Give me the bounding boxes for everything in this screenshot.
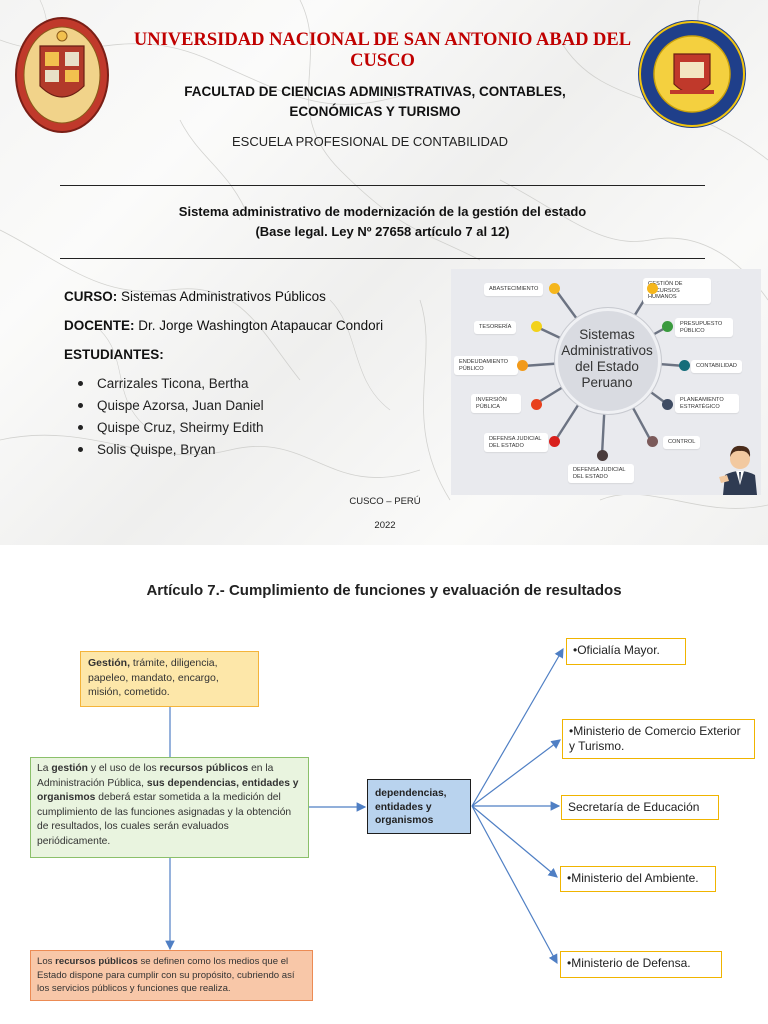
- cover-page: UNIVERSIDAD NACIONAL DE SAN ANTONIO ABAD…: [0, 0, 768, 545]
- main-definition-box: La gestión y el uso de los recursos públ…: [30, 757, 309, 858]
- target-ministerio-ambiente: •Ministerio del Ambiente.: [560, 866, 716, 892]
- school-name: ESCUELA PROFESIONAL DE CONTABILIDAD: [160, 134, 580, 149]
- student-item: Quispe Cruz, Sheirmy Edith: [78, 419, 264, 441]
- student-item: Solis Quispe, Bryan: [78, 441, 264, 463]
- university-name: UNIVERSIDAD NACIONAL DE SAN ANTONIO ABAD…: [120, 30, 645, 72]
- gestion-term: Gestión,: [88, 657, 130, 669]
- system-dot: [531, 399, 542, 410]
- administrative-systems-infographic: Sistemas Administrativos del Estado Peru…: [451, 269, 761, 495]
- definition-text: La: [37, 763, 51, 774]
- system-dot: [531, 321, 542, 332]
- system-label: DEFENSA JUDICIAL DEL ESTADO: [568, 464, 634, 483]
- infographic-center-label: Sistemas Administrativos del Estado Peru…: [551, 327, 663, 391]
- system-label: INVERSIÓN PÚBLICA: [471, 394, 521, 413]
- system-dot: [549, 283, 560, 294]
- target-oficialia-mayor: •Oficialía Mayor.: [566, 638, 686, 665]
- system-label: DEFENSA JUDICIAL DEL ESTADO: [484, 433, 548, 452]
- system-label: ABASTECIMIENTO: [484, 283, 543, 296]
- course-line: CURSO: Sistemas Administrativos Públicos: [64, 289, 326, 304]
- teacher-value: Dr. Jorge Washington Atapaucar Condori: [138, 318, 383, 333]
- city: CUSCO – PERÚ: [330, 496, 440, 507]
- resources-text: Los: [37, 956, 55, 967]
- definition-bold: recursos públicos: [160, 763, 249, 774]
- system-dot: [647, 283, 658, 294]
- system-label: ENDEUDAMIENTO PÚBLICO: [454, 356, 518, 375]
- target-ministerio-defensa: •Ministerio de Defensa.: [560, 951, 722, 978]
- system-label: CONTROL: [663, 436, 700, 449]
- year: 2022: [330, 520, 440, 531]
- divider-top: [60, 185, 705, 186]
- system-label: PRESUPUESTO PÚBLICO: [675, 318, 733, 337]
- system-dot: [662, 321, 673, 332]
- school-seal: [636, 18, 748, 130]
- system-label: TESORERÍA: [474, 321, 516, 334]
- topic-title: Sistema administrativo de modernización …: [60, 202, 705, 222]
- target-secretaria-educacion: Secretaría de Educación: [561, 795, 719, 820]
- faculty-name: FACULTAD DE CIENCIAS ADMINISTRATIVAS, CO…: [165, 82, 585, 122]
- system-label: PLANEAMIENTO ESTRATÉGICO: [675, 394, 739, 413]
- course-value: Sistemas Administrativos Públicos: [121, 289, 326, 304]
- definition-text: y el uso de los: [88, 763, 160, 774]
- teacher-label: DOCENTE:: [64, 318, 135, 333]
- system-dot: [662, 399, 673, 410]
- system-dot: [517, 360, 528, 371]
- definition-bold: gestión: [51, 763, 88, 774]
- document-topic: Sistema administrativo de modernización …: [60, 202, 705, 242]
- teacher-line: DOCENTE: Dr. Jorge Washington Atapaucar …: [64, 318, 383, 333]
- system-dot: [647, 436, 658, 447]
- dependencies-box: dependencias, entidades y organismos: [367, 779, 471, 834]
- system-label: CONTABILIDAD: [691, 360, 742, 373]
- students-line: ESTUDIANTES:: [64, 347, 164, 362]
- student-item: Quispe Azorsa, Juan Daniel: [78, 397, 264, 419]
- system-dot: [549, 436, 560, 447]
- system-dot: [679, 360, 690, 371]
- course-label: CURSO:: [64, 289, 117, 304]
- system-dot: [597, 450, 608, 461]
- university-seal: [14, 16, 110, 134]
- students-label: ESTUDIANTES:: [64, 347, 164, 362]
- gestion-synonyms-box: Gestión, trámite, diligencia, papeleo, m…: [80, 651, 259, 707]
- target-ministerio-comercio: •Ministerio de Comercio Exterior y Turis…: [562, 719, 755, 759]
- presenter-illustration: [719, 439, 761, 495]
- divider-bottom: [60, 258, 705, 259]
- student-item: Carrizales Ticona, Bertha: [78, 375, 264, 397]
- public-resources-box: Los recursos públicos se definen como lo…: [30, 950, 313, 1001]
- resources-bold: recursos públicos: [55, 956, 138, 967]
- topic-legal-basis: (Base legal. Ley Nº 27658 artículo 7 al …: [60, 222, 705, 242]
- students-list: Carrizales Ticona, Bertha Quispe Azorsa,…: [78, 375, 264, 463]
